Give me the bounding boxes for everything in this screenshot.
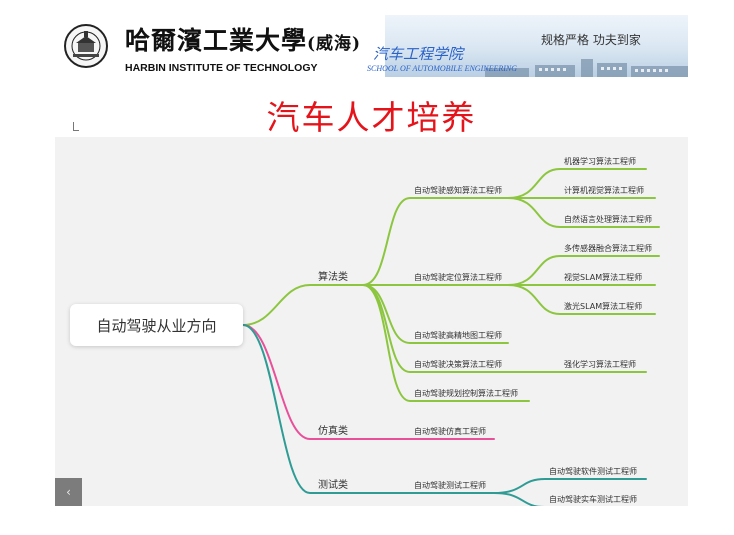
campus-skyline-icon — [485, 59, 688, 77]
role-hdmap: 自动驾驶高精地图工程师 — [414, 331, 502, 340]
localization-sub-3: 激光SLAM算法工程师 — [564, 302, 643, 311]
school-name-cn: 哈爾濱工業大學(威海) — [125, 26, 362, 55]
localization-sub-2: 视觉SLAM算法工程师 — [564, 273, 643, 282]
perception-sub-3: 自然语言处理算法工程师 — [564, 215, 652, 224]
role-testing: 自动驾驶测试工程师 — [414, 481, 486, 490]
connector-localization-sub-1 — [507, 255, 660, 286]
connector-perception-sub-3 — [507, 197, 660, 228]
college-name-en: SCHOOL OF AUTOMOBILE ENGINEERING — [367, 64, 518, 73]
category-testing: 测试类 — [318, 480, 348, 491]
university-motto: 规格严格 功夫到家 — [541, 33, 641, 47]
connector-algorithm-perception — [362, 197, 509, 286]
testing-sub-1: 自动驾驶软件测试工程师 — [549, 467, 637, 476]
connector-root-algorithm — [242, 284, 364, 326]
page-title: 汽车人才培养 — [266, 98, 477, 137]
category-simulation: 仿真类 — [318, 426, 348, 437]
role-decision: 自动驾驶决策算法工程师 — [414, 360, 502, 369]
school-campus-cn: (威海) — [307, 34, 362, 54]
connector-algorithm-planning — [362, 284, 530, 402]
connector-perception-sub-1 — [507, 168, 647, 199]
connector-localization-sub-3 — [507, 284, 656, 315]
previous-slide-button[interactable]: ‹ — [55, 478, 82, 506]
role-perception: 自动驾驶感知算法工程师 — [414, 186, 502, 195]
root-label: 自动驾驶从业方向 — [96, 316, 217, 335]
slide: 哈爾濱工業大學(威海) HARBIN INSTITUTE OF TECHNOLO… — [55, 15, 688, 506]
mindmap: 自动驾驶从业方向 算法类 仿真类 测试类 自动驾驶感知算法工程师 自动驾驶定位算… — [55, 137, 688, 506]
role-planning: 自动驾驶规划控制算法工程师 — [414, 389, 518, 398]
school-name-en: HARBIN INSTITUTE OF TECHNOLOGY — [125, 62, 318, 74]
connector-root-simulation — [242, 324, 364, 440]
connector-root-testing — [242, 324, 364, 494]
chevron-left-icon: ‹ — [66, 485, 71, 499]
role-localization: 自动驾驶定位算法工程师 — [414, 273, 502, 282]
category-algorithm: 算法类 — [318, 272, 348, 283]
university-seal-icon — [64, 24, 108, 68]
mindmap-root-node: 自动驾驶从业方向 — [70, 304, 243, 346]
connector-testing-sub-1 — [493, 478, 647, 494]
header-banner: 哈爾濱工業大學(威海) HARBIN INSTITUTE OF TECHNOLO… — [55, 15, 688, 77]
testing-sub-2: 自动驾驶实车测试工程师 — [549, 495, 637, 504]
perception-sub-2: 计算机视觉算法工程师 — [564, 186, 644, 195]
mindmap-connectors — [242, 168, 660, 506]
perception-sub-1: 机器学习算法工程师 — [564, 157, 636, 166]
college-name-cn: 汽车工程学院 — [373, 45, 464, 63]
connector-testing-sub-2 — [493, 492, 646, 506]
localization-sub-1: 多传感器融合算法工程师 — [564, 244, 652, 253]
corner-mark — [73, 122, 79, 131]
decision-sub-1: 强化学习算法工程师 — [564, 360, 636, 369]
role-simulation: 自动驾驶仿真工程师 — [414, 427, 486, 436]
